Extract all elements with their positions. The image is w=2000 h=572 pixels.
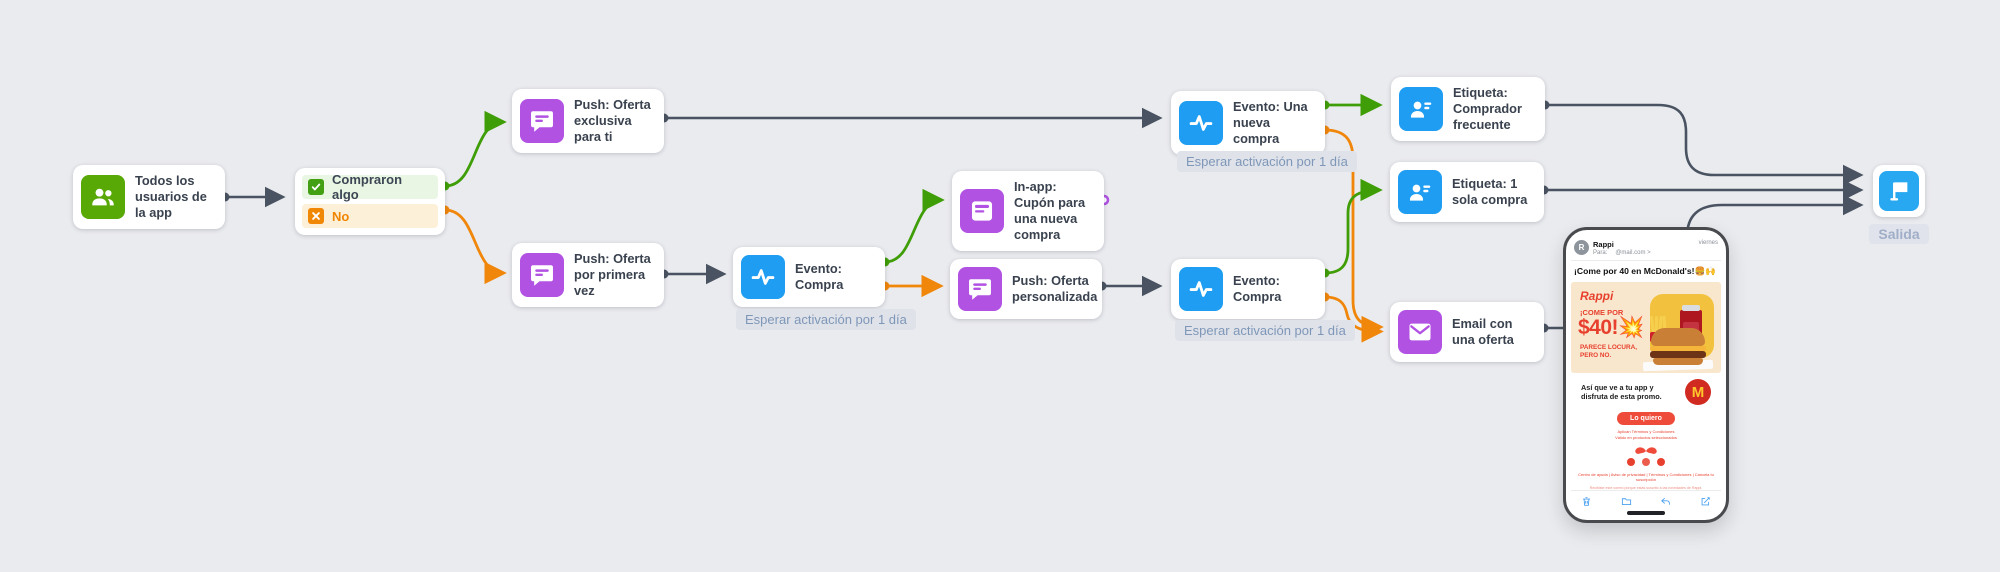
edge-event2-yes-to-tag-single[interactable] <box>1324 178 1383 275</box>
node-title: Etiqueta: 1 sola compra <box>1452 175 1528 207</box>
email-body-text: Así que ve a tu app y disfruta de esta p… <box>1581 382 1662 402</box>
email-date: viernes <box>1698 240 1718 246</box>
node-title: Evento: Compra <box>1233 272 1282 304</box>
edge-tag-frequent-to-exit[interactable] <box>1545 103 1864 186</box>
push-message-icon <box>958 267 1002 311</box>
compose-icon <box>1701 497 1710 506</box>
reply-icon <box>1661 498 1671 506</box>
node-event-purchase-2[interactable]: Evento: Compra <box>1171 259 1325 319</box>
email-hero-image: Rappi ¡COME POR $40!💥 PARECE LOCURA, PER… <box>1571 282 1721 374</box>
wait-activation-label: Esperar activación por 1 día <box>1177 151 1357 172</box>
sender-avatar: R <box>1574 240 1589 255</box>
push-message-icon <box>520 99 564 144</box>
node-tag-single-purchase[interactable]: Etiqueta: 1 sola compra <box>1390 162 1544 222</box>
node-title: Todos los usuarios de la app <box>135 173 207 221</box>
email-cta-button: Lo quiero <box>1617 412 1675 426</box>
node-title: Evento: Una nueva compra <box>1233 99 1308 147</box>
burger-graphic <box>1650 328 1706 366</box>
check-icon <box>308 179 324 195</box>
email-footer-links: Centro de ayuda | Aviso de privacidad | … <box>1578 472 1714 483</box>
node-push-personalized[interactable]: Push: Oferta personalizada <box>950 259 1102 319</box>
folder-icon <box>1621 498 1631 506</box>
wait-activation-label: Esperar activación por 1 día <box>1175 320 1355 341</box>
node-inapp-coupon[interactable]: In-app: Cupón para una nueva compra <box>952 171 1104 252</box>
event-pulse-icon <box>1179 267 1223 311</box>
node-title: Push: Oferta personalizada <box>1012 272 1098 304</box>
to-address: @mail.com > <box>1615 250 1651 256</box>
push-message-icon <box>520 253 564 298</box>
sender-name: Rappi <box>1593 240 1614 249</box>
edge-event1-yes-to-inapp[interactable] <box>884 188 945 264</box>
node-push-exclusive[interactable]: Push: Oferta exclusiva para ti <box>512 89 664 154</box>
decision-option-no[interactable]: No <box>302 204 438 228</box>
home-indicator <box>1627 511 1665 516</box>
social-icons <box>1571 458 1721 467</box>
inapp-message-icon <box>960 189 1004 234</box>
mcdonalds-logo: M <box>1685 379 1711 406</box>
edge-decision-no-to-push-first[interactable] <box>444 208 507 285</box>
terms-line: Válido en productos seleccionados <box>1615 435 1677 441</box>
node-event-new-purchase[interactable]: Evento: Una nueva compra <box>1171 91 1325 156</box>
rappi-logo: Rappi <box>1580 289 1614 303</box>
node-exit[interactable] <box>1873 165 1925 217</box>
email-legal-text: Recibiste este correo porque estás suscr… <box>1589 486 1703 491</box>
decision-option-yes[interactable]: Compraron algo <box>302 172 438 202</box>
edge-decision-yes-to-push-exclusive[interactable] <box>444 110 507 188</box>
node-title: In-app: Cupón para una nueva compra <box>1014 179 1086 243</box>
node-title: Push: Oferta exclusiva para ti <box>574 97 651 145</box>
node-push-first-time[interactable]: Push: Oferta por primera vez <box>512 243 664 308</box>
node-event-purchase-1[interactable]: Evento: Compra <box>733 247 885 307</box>
node-title: Etiqueta: Comprador frecuente <box>1453 85 1522 133</box>
node-tag-frequent-buyer[interactable]: Etiqueta: Comprador frecuente <box>1391 77 1545 142</box>
edge-event2-no-to-email[interactable] <box>1324 295 1384 343</box>
trash-icon <box>1583 497 1590 507</box>
node-title: Evento: Compra <box>795 260 844 292</box>
email-header: R Rappi Para: @mail.com > viernes <box>1571 238 1721 261</box>
exit-label: Salida <box>1869 224 1929 244</box>
facebook-icon <box>1627 458 1635 467</box>
node-entry-all-users[interactable]: Todos los usuarios de la app <box>73 165 225 230</box>
email-icon <box>1398 310 1442 354</box>
flag-icon <box>1879 171 1919 211</box>
x-icon <box>308 208 324 224</box>
email-preview-phone: R Rappi Para: @mail.com > viernes ¡Come … <box>1563 227 1729 523</box>
event-pulse-icon <box>1179 101 1223 146</box>
user-tag-icon <box>1399 87 1443 132</box>
users-icon <box>81 175 125 220</box>
node-email-offer[interactable]: Email con una oferta <box>1390 302 1544 362</box>
user-tag-icon <box>1398 170 1442 214</box>
terms-line: Aplican Términos y Condiciones <box>1617 429 1675 435</box>
rappi-mustache-icon <box>1635 447 1657 455</box>
instagram-icon <box>1642 458 1650 467</box>
node-title: Email con una oferta <box>1452 315 1514 347</box>
node-decision-purchased[interactable]: Compraron algo No <box>295 168 445 235</box>
to-label: Para: <box>1593 250 1608 256</box>
node-title: Push: Oferta por primera vez <box>574 251 651 299</box>
email-subject: ¡Come por 40 en McDonald's!🍔🙌 <box>1574 266 1716 276</box>
twitter-icon <box>1657 458 1665 467</box>
event-pulse-icon <box>741 255 785 299</box>
wait-activation-label: Esperar activación por 1 día <box>736 309 916 330</box>
mail-toolbar <box>1571 490 1721 509</box>
